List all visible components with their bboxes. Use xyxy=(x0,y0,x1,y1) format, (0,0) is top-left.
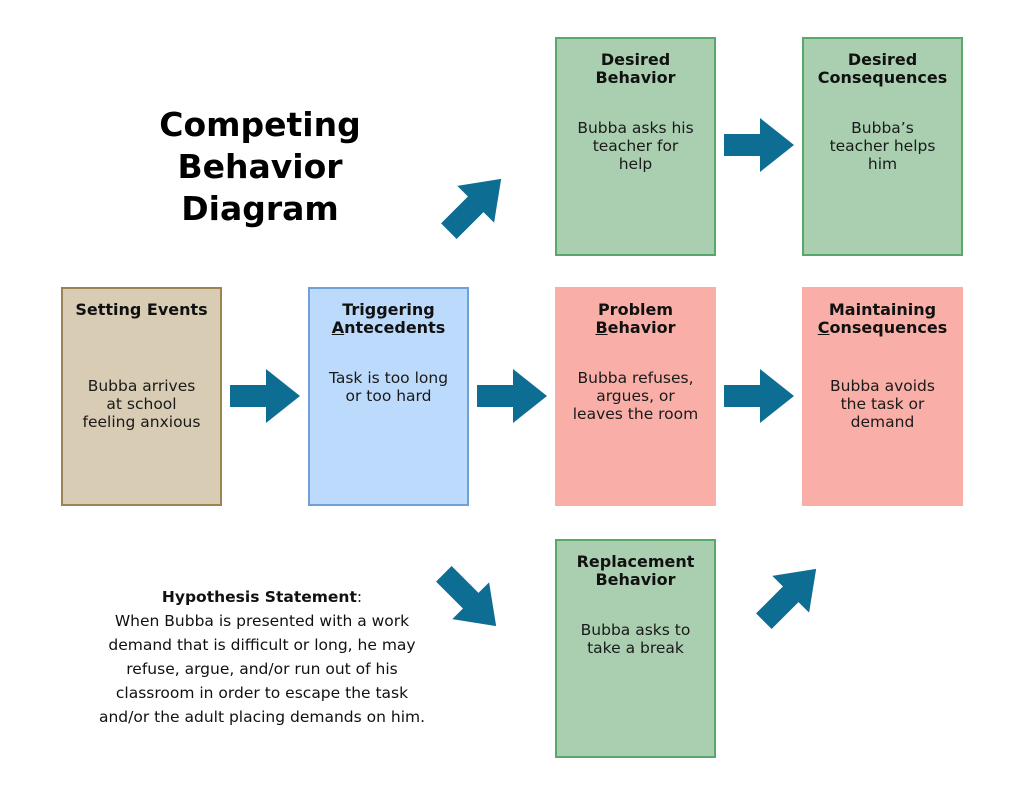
heading-line: Replacement xyxy=(576,552,695,571)
text-line: demand xyxy=(850,413,915,431)
text-line: the task or xyxy=(840,395,925,413)
text-line: Task is too long xyxy=(328,369,449,387)
hypothesis-heading: Hypothesis Statement: xyxy=(84,585,440,609)
text-line: help xyxy=(618,155,653,173)
hypothesis-line: classroom in order to escape the task xyxy=(115,684,409,702)
maintaining-consequences-text: Bubba avoids the task or demand xyxy=(804,377,961,431)
maintaining-consequences-heading: Maintaining Consequences xyxy=(804,301,961,337)
setting-events-heading: Setting Events xyxy=(63,301,220,319)
heading-line: Behavior xyxy=(595,570,676,589)
text-line: Bubba refuses, xyxy=(577,369,694,387)
arrow-icon xyxy=(477,369,547,423)
text-line: him xyxy=(867,155,898,173)
heading-line: Problem xyxy=(597,300,674,319)
text-line: leaves the room xyxy=(572,405,699,423)
setting-events-box: Setting Events Bubba arrives at school f… xyxy=(61,287,222,506)
text-line: Bubba avoids xyxy=(830,377,935,395)
triggering-antecedents-heading: Triggering Antecedents xyxy=(310,301,467,337)
setting-events-text: Bubba arrives at school feeling anxious xyxy=(63,377,220,431)
heading-line: Antecedents xyxy=(310,319,467,337)
maintaining-consequences-box: Maintaining Consequences Bubba avoids th… xyxy=(802,287,963,506)
problem-behavior-box: Problem Behavior Bubba refuses, argues, … xyxy=(555,287,716,506)
heading-line: Consequences xyxy=(804,319,961,337)
triggering-antecedents-box: Triggering Antecedents Task is too long … xyxy=(308,287,469,506)
desired-behavior-box: Desired Behavior Bubba asks his teacher … xyxy=(555,37,716,256)
text-line: feeling anxious xyxy=(82,413,201,431)
text-line: at school xyxy=(106,395,177,413)
heading-line: Maintaining xyxy=(828,300,937,319)
heading-line: Desired xyxy=(847,50,918,69)
heading-line: Setting Events xyxy=(75,300,208,319)
heading-line: Desired xyxy=(600,50,671,69)
hypothesis-line: refuse, argue, and/or run out of his xyxy=(126,660,398,678)
desired-behavior-text: Bubba asks his teacher for help xyxy=(557,119,714,173)
desired-behavior-heading: Desired Behavior xyxy=(557,51,714,87)
arrow-icon xyxy=(724,118,794,172)
triggering-antecedents-text: Task is too long or too hard xyxy=(310,369,467,405)
heading-line: Triggering xyxy=(342,300,435,319)
heading-line: Behavior xyxy=(557,319,714,337)
text-line: Bubba arrives xyxy=(87,377,196,395)
hypothesis-line: When Bubba is presented with a work xyxy=(114,612,410,630)
hypothesis-line: and/or the adult placing demands on him. xyxy=(98,708,426,726)
page-title: Competing Behavior Diagram xyxy=(72,104,448,230)
hypothesis-statement: Hypothesis Statement: When Bubba is pres… xyxy=(84,585,440,729)
replacement-behavior-box: Replacement Behavior Bubba asks to take … xyxy=(555,539,716,758)
heading-rest: ehavior xyxy=(607,318,676,337)
heading-line: Consequences xyxy=(817,68,948,87)
heading-rest: onsequences xyxy=(829,318,948,337)
text-line: or too hard xyxy=(345,387,432,405)
text-line: Bubba asks his xyxy=(577,119,694,137)
text-line: Bubba’s xyxy=(851,119,914,137)
problem-behavior-text: Bubba refuses, argues, or leaves the roo… xyxy=(557,369,714,423)
text-line: argues, or xyxy=(596,387,675,405)
underlined-initial: B xyxy=(595,318,608,337)
arrow-down-right-icon xyxy=(436,566,497,627)
problem-behavior-heading: Problem Behavior xyxy=(557,301,714,337)
heading-line: Behavior xyxy=(595,68,676,87)
text-line: take a break xyxy=(587,639,684,657)
title-line-2: Diagram xyxy=(181,189,339,228)
hypothesis-line: demand that is difficult or long, he may xyxy=(108,636,416,654)
title-line-1: Competing Behavior xyxy=(159,105,361,186)
hypothesis-colon: : xyxy=(356,588,363,606)
text-line: teacher for xyxy=(592,137,679,155)
desired-consequences-box: Desired Consequences Bubba’s teacher hel… xyxy=(802,37,963,256)
arrow-icon xyxy=(230,369,300,423)
arrow-up-right-icon xyxy=(756,568,817,629)
heading-rest: ntecedents xyxy=(344,318,446,337)
text-line: teacher helps xyxy=(829,137,936,155)
arrow-up-right-icon xyxy=(441,178,502,239)
underlined-initial: C xyxy=(817,318,830,337)
hypothesis-label: Hypothesis Statement xyxy=(161,588,357,606)
replacement-behavior-text: Bubba asks to take a break xyxy=(557,621,714,657)
text-line: Bubba asks to xyxy=(580,621,691,639)
arrow-icon xyxy=(724,369,794,423)
desired-consequences-text: Bubba’s teacher helps him xyxy=(804,119,961,173)
desired-consequences-heading: Desired Consequences xyxy=(804,51,961,87)
underlined-initial: A xyxy=(331,318,345,337)
replacement-behavior-heading: Replacement Behavior xyxy=(557,553,714,589)
